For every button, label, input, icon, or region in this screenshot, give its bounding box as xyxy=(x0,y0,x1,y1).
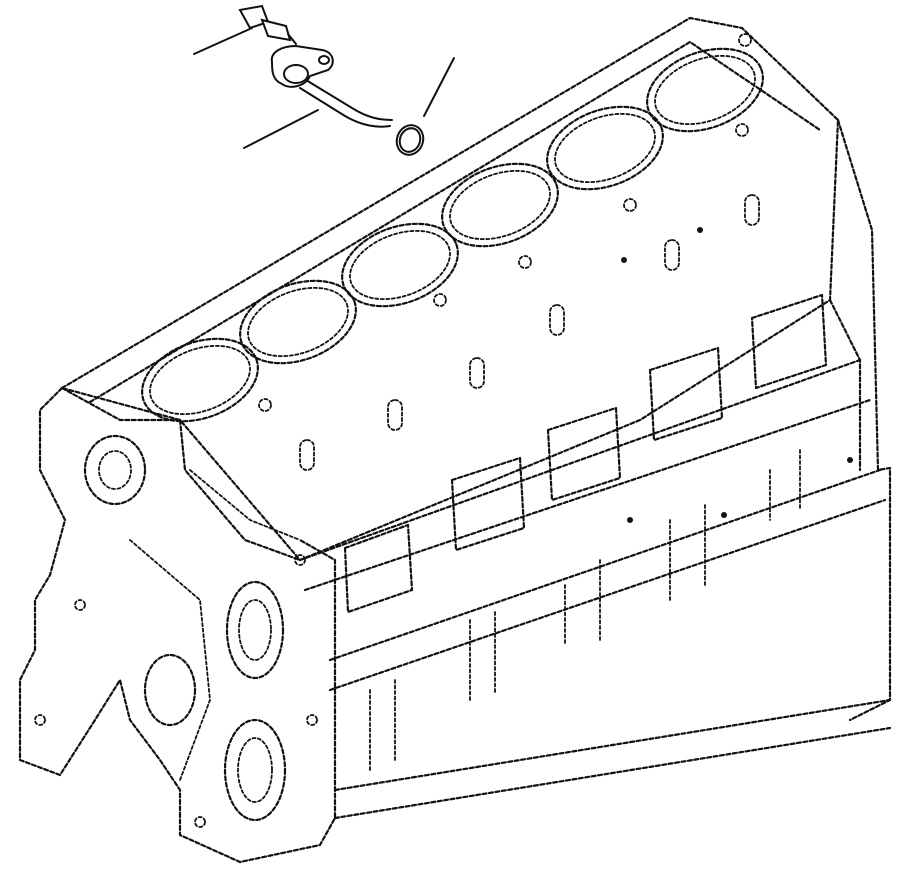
deck-port xyxy=(744,194,760,226)
block-front-face xyxy=(18,386,337,864)
front-bolt-hole xyxy=(194,816,206,828)
deck-hole xyxy=(518,255,532,269)
front-bolt-hole xyxy=(306,714,318,726)
deck-hole xyxy=(433,293,447,307)
side-cover-2 xyxy=(450,456,526,552)
sensor-probe-2 xyxy=(299,87,391,128)
cylinder-bore-5 xyxy=(546,105,664,191)
sensor-flange-boss xyxy=(283,64,309,84)
cylinder-bore-6 xyxy=(646,47,764,133)
front-bolt-hole xyxy=(34,714,46,726)
block-front-flange xyxy=(60,386,182,422)
cylinder-bores xyxy=(141,47,764,423)
block-side-rail-middle-2 xyxy=(328,498,887,692)
cylinder-bore-6-inner xyxy=(654,54,756,126)
block-right-end-inner xyxy=(828,298,862,472)
front-bolt-hole xyxy=(294,554,306,566)
deck-port xyxy=(469,357,485,389)
side-covers xyxy=(343,293,828,614)
sensor-probe xyxy=(305,79,393,121)
cylinder-bore-2 xyxy=(239,279,357,365)
front-bolt-hole xyxy=(74,599,86,611)
front-boss-middle xyxy=(225,580,285,680)
side-cover-3 xyxy=(546,406,622,502)
engine-block xyxy=(18,16,892,864)
front-boss-upper xyxy=(83,434,147,506)
cylinder-bore-3-inner xyxy=(349,229,451,301)
block-side-bottom xyxy=(333,698,892,792)
block-side-rail-upper xyxy=(298,358,862,562)
sensor-flange-hole xyxy=(318,55,330,65)
cylinder-bore-1-inner xyxy=(149,344,251,416)
detail-dot xyxy=(621,257,627,263)
cylinder-bore-5-inner xyxy=(554,112,656,184)
detail-dot xyxy=(697,227,703,233)
sensor-connector-nut xyxy=(260,18,292,42)
front-web-2 xyxy=(189,469,301,541)
block-deck-inner-edge xyxy=(88,40,822,404)
detail-dot xyxy=(627,517,633,523)
block-right-end xyxy=(836,118,892,722)
block-side-bottom-2 xyxy=(333,726,892,820)
deck-hole xyxy=(738,33,752,47)
block-front-face-inner xyxy=(178,418,302,562)
cylinder-bore-2-inner xyxy=(247,286,349,358)
front-boss-middle-inner xyxy=(238,599,272,661)
block-side-rail-upper-2 xyxy=(303,398,872,592)
front-boss-lower-inner xyxy=(237,737,273,803)
detail-dot xyxy=(721,512,727,518)
cylinder-bore-4-inner xyxy=(449,169,551,241)
deck-hole xyxy=(623,198,637,212)
side-cover-5 xyxy=(750,293,828,390)
deck-port xyxy=(549,304,565,336)
lower-ribs xyxy=(369,449,801,771)
front-boss-lower xyxy=(223,718,287,822)
leader-line-connector xyxy=(193,27,253,55)
block-side-rail-middle xyxy=(328,468,882,662)
cylinder-bore-4 xyxy=(441,162,559,248)
front-boss-upper-inner xyxy=(98,450,132,490)
side-cover-1 xyxy=(343,523,414,614)
front-web xyxy=(129,539,211,781)
deck-ports xyxy=(258,33,760,471)
dot-details xyxy=(621,227,853,523)
front-face-details xyxy=(34,434,318,828)
side-cover-4 xyxy=(648,346,724,442)
leader-line-flange xyxy=(243,109,319,149)
block-top-deck xyxy=(60,16,840,562)
deck-port xyxy=(664,239,680,271)
deck-hole xyxy=(258,398,272,412)
cylinder-bore-1 xyxy=(141,337,259,423)
leader-line-o-ring xyxy=(423,57,455,117)
sensor-assembly xyxy=(238,4,425,156)
cylinder-bore-3 xyxy=(341,222,459,308)
o-ring-inner xyxy=(398,127,422,153)
leader-lines xyxy=(193,27,455,149)
deck-port xyxy=(387,399,403,431)
sensor-wire-upper xyxy=(287,33,297,45)
front-boss-center xyxy=(143,653,197,727)
detail-dot xyxy=(847,457,853,463)
deck-hole xyxy=(735,123,749,137)
deck-port xyxy=(299,439,315,471)
o-ring-outer xyxy=(395,124,425,156)
